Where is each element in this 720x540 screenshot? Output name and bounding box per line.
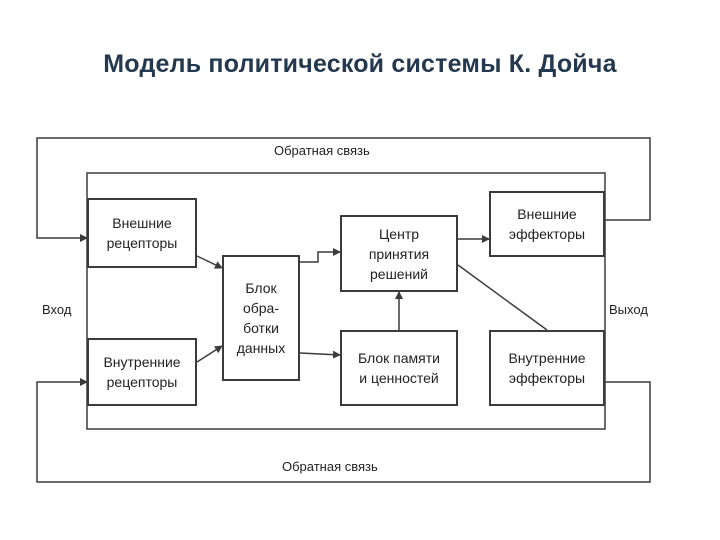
feedback-label-bottom: Обратная связь xyxy=(282,459,378,474)
block-internal-receptors: Внутренние рецепторы xyxy=(87,338,197,406)
feedback-loop-bottom xyxy=(36,378,651,483)
arrow-processing-to-memory xyxy=(299,350,341,359)
block-external-receptors: Внешние рецепторы xyxy=(87,198,197,268)
feedback-loop-top xyxy=(36,137,651,242)
system-boundary xyxy=(86,172,606,430)
line-decision-to-int-effectors xyxy=(457,264,548,331)
input-label: Вход xyxy=(42,302,72,317)
block-decision-center: Центр принятия решений xyxy=(340,215,458,292)
page-title: Модель политической системы К. Дойча xyxy=(103,50,617,78)
block-external-effectors: Внешние эффекторы xyxy=(489,191,605,257)
feedback-label-top: Обратная связь xyxy=(274,143,370,158)
arrow-processing-to-decision xyxy=(300,248,341,263)
block-memory-values: Блок памяти и ценностей xyxy=(340,330,458,406)
arrow-int-receptors-to-processing xyxy=(196,345,223,363)
block-internal-effectors: Внутренние эффекторы xyxy=(489,330,605,406)
output-label: Выход xyxy=(609,302,648,317)
arrow-ext-receptors-to-processing xyxy=(196,255,223,269)
block-data-processing: Блок обра- ботки данных xyxy=(222,255,300,381)
